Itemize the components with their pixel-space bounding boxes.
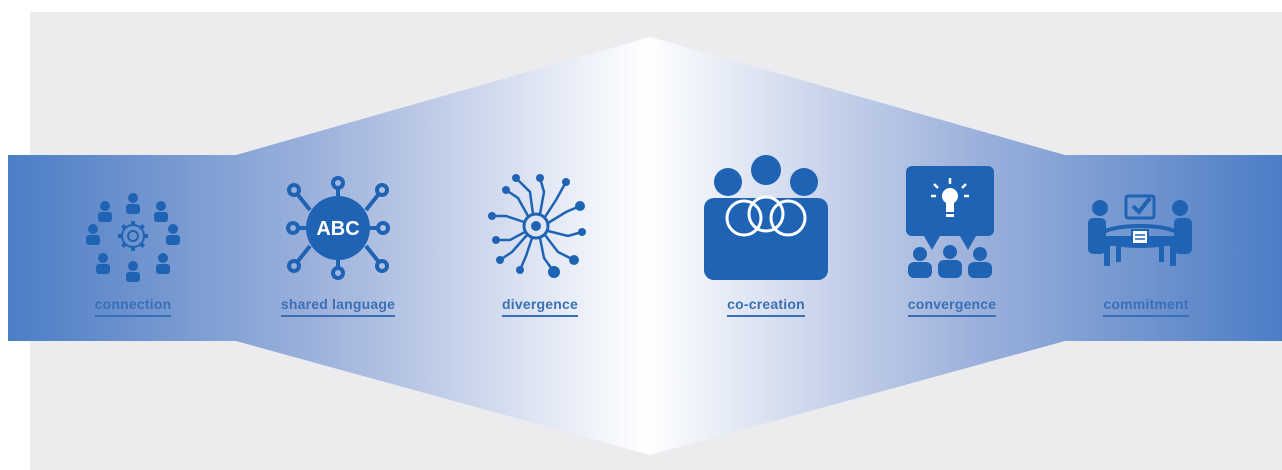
stage-label-connection: connection bbox=[94, 296, 172, 317]
stage-convergence: convergence bbox=[877, 296, 1027, 317]
radiating-circuit-icon bbox=[488, 174, 586, 278]
stage-label-divergence: divergence bbox=[502, 296, 578, 317]
people-around-gear-icon bbox=[86, 193, 180, 282]
group-overlapping-circles-icon bbox=[704, 155, 828, 280]
stage-label-shared-language: shared language bbox=[280, 296, 396, 317]
abc-text: ABC bbox=[316, 218, 359, 240]
stage-co-creation: co-creation bbox=[691, 296, 841, 317]
stage-divergence: divergence bbox=[465, 296, 615, 317]
meeting-table-checklist-icon bbox=[1088, 194, 1192, 266]
presentation-lightbulb-icon bbox=[906, 166, 994, 278]
stage-label-commitment: commitment bbox=[1103, 296, 1189, 317]
abc-network-icon: ABC bbox=[286, 176, 390, 280]
stage-commitment: commitment bbox=[1071, 296, 1221, 317]
stage-label-co-creation: co-creation bbox=[727, 296, 805, 317]
stage-connection: connection bbox=[58, 296, 208, 317]
hexagon-band bbox=[8, 37, 1282, 455]
stage-label-convergence: convergence bbox=[907, 296, 997, 317]
stage-shared-language: shared language bbox=[263, 296, 413, 317]
